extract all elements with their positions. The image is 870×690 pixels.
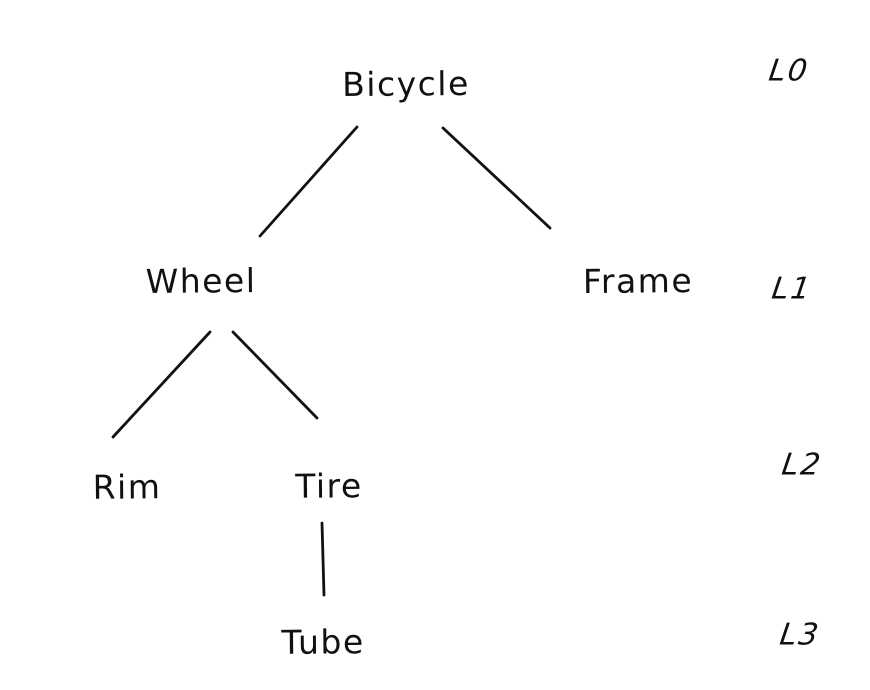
edge-bicycle-wheel — [258, 125, 359, 238]
edge-bicycle-frame — [441, 126, 552, 230]
level-label-l3: L3 — [777, 617, 823, 653]
node-frame: Frame — [582, 261, 694, 301]
edge-wheel-rim — [111, 330, 212, 439]
edge-wheel-tire — [231, 330, 319, 420]
node-rim: Rim — [92, 467, 162, 507]
node-bicycle: Bicycle — [342, 63, 470, 105]
level-label-l1: L1 — [769, 271, 815, 307]
level-label-l2: L2 — [779, 447, 825, 483]
level-label-l0: L0 — [766, 53, 812, 89]
node-wheel: Wheel — [145, 261, 257, 301]
node-tire: Tire — [295, 466, 363, 506]
node-tube: Tube — [281, 622, 365, 662]
edge-tire-tube — [320, 521, 326, 597]
